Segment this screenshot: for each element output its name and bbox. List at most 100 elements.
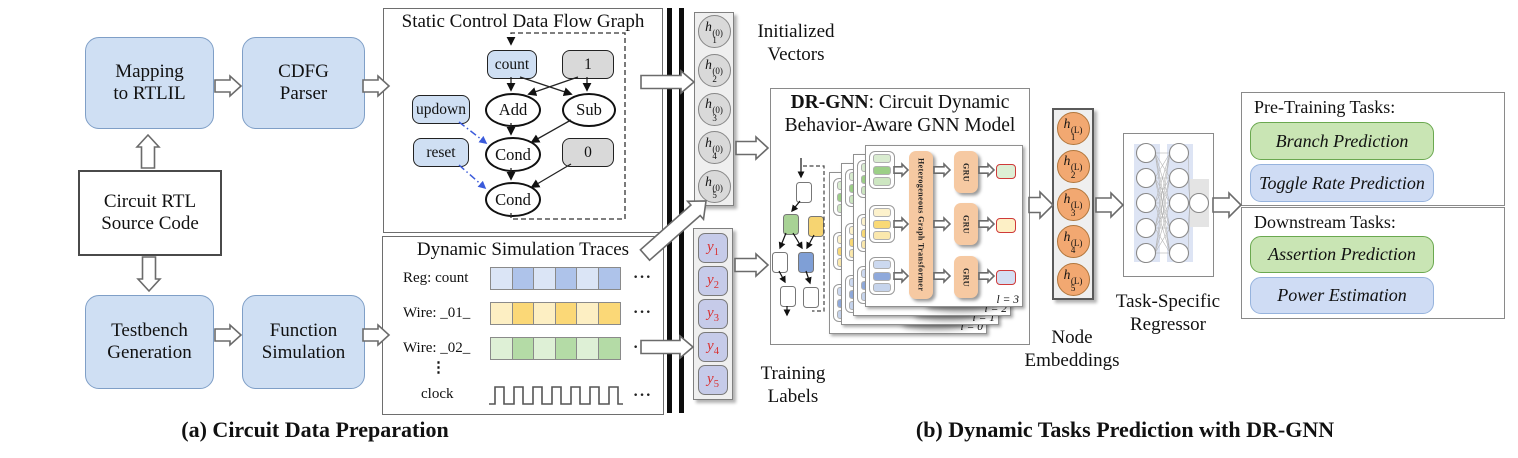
emb-item: h(L)4 [1056, 225, 1090, 259]
trace-cell [490, 337, 513, 360]
pill-power-estimation: Power Estimation [1250, 277, 1434, 314]
feature-group-blue [869, 257, 895, 295]
trace-row-label-wire01: Wire: _01_ [403, 305, 471, 321]
traces-title: Dynamic Simulation Traces [416, 239, 630, 260]
trace-cell [597, 267, 621, 290]
box-function-simulation: Function Simulation [242, 295, 365, 389]
vertical-ellipsis: ⋮ [431, 360, 446, 376]
trace-cell [576, 337, 599, 360]
minigraph-node-blue [798, 252, 814, 273]
downstream-tasks-box: Downstream Tasks: Assertion Prediction P… [1241, 207, 1505, 319]
trace-cell [554, 302, 578, 325]
pretraining-heading: Pre-Training Tasks: [1254, 97, 1396, 117]
trace-cell [576, 302, 599, 325]
cdfg-node-updown: updown [412, 95, 470, 124]
block-arrow [214, 323, 243, 347]
feature-cell [873, 282, 891, 292]
cdfg-node-cond2: Cond [485, 182, 541, 217]
box-cdfg-parser: CDFG Parser [242, 37, 365, 129]
trace-cell [533, 337, 556, 360]
ylabels-item: y1 [698, 233, 728, 263]
feature-group-green [869, 151, 895, 189]
layer-label-l3: l = 3 [996, 294, 1019, 306]
cdfg-node-sub: Sub [562, 93, 616, 127]
minigraph-node-white-left [772, 252, 788, 273]
initialized-vectors-label: Initialized Vectors [757, 21, 835, 66]
ellipsis: ··· [633, 304, 653, 321]
feature-cell [873, 176, 891, 186]
init-item: h(0)2 [697, 53, 731, 87]
block-arrow [214, 74, 243, 98]
emb-item: h(L)5 [1056, 263, 1090, 296]
box-cdfg-label: CDFG Parser [278, 60, 329, 104]
minigraph-node-white-bl [780, 286, 796, 307]
nn-output-strip [1190, 179, 1209, 227]
trace-cells-wire02 [490, 337, 621, 360]
feature-cell [873, 230, 891, 240]
gru-box-3: GRU [954, 256, 978, 298]
block-arrow [136, 256, 162, 293]
downstream-heading: Downstream Tasks: [1254, 212, 1396, 232]
emb-item: h(L)3 [1056, 187, 1090, 221]
block-arrow [735, 135, 770, 161]
gru-output-green [996, 164, 1016, 179]
divider-bar [679, 8, 684, 413]
minigraph-node-yellow [808, 216, 824, 237]
cdfg-node-one: 1 [562, 50, 614, 79]
block-arrow [135, 133, 161, 169]
gru-output-blue [996, 270, 1016, 285]
minigraph-node-white-top [796, 182, 812, 203]
feature-cell [873, 271, 891, 281]
trace-row-label-clock: clock [421, 386, 454, 402]
cdfg-node-reset: reset [413, 138, 469, 167]
trace-cell [511, 267, 535, 290]
minigraph-node-white-br [803, 287, 819, 308]
regressor-box [1123, 133, 1214, 277]
box-rtl-label: Circuit RTL Source Code [101, 190, 199, 234]
feature-group-yellow [869, 205, 895, 243]
feature-cell [873, 154, 891, 164]
gru-label: GRU [961, 162, 971, 182]
trace-cells-reg-count [490, 267, 621, 290]
ellipsis: ··· [633, 339, 653, 356]
trace-cell [490, 267, 513, 290]
init-item: h(0)5 [697, 170, 731, 203]
feature-cell [873, 208, 891, 218]
trace-cell [511, 337, 535, 360]
minigraph-node-green [783, 214, 799, 235]
drgnn-title-line1: DR-GNN: Circuit Dynamic [790, 92, 1010, 113]
ylabels-item: y3 [698, 299, 728, 329]
caption-b: (b) Dynamic Tasks Prediction with DR-GNN [915, 417, 1335, 442]
ylabels-item: y2 [698, 266, 728, 296]
cdfg-node-add: Add [485, 93, 541, 127]
block-arrow [1212, 191, 1243, 219]
box-testbench-generation: Testbench Generation [85, 295, 214, 389]
trace-cell [533, 302, 556, 325]
ylabels-item: y4 [698, 332, 728, 362]
block-arrow [1028, 190, 1055, 220]
box-mapping-label: Mapping to RTLIL [113, 60, 186, 104]
box-testbench-label: Testbench Generation [107, 319, 192, 363]
trace-cell [533, 267, 556, 290]
gru-label: GRU [961, 267, 971, 287]
cdfg-node-cond1: Cond [485, 137, 541, 172]
feature-cell [873, 165, 891, 175]
nn-layer-strip [1134, 144, 1160, 262]
emb-item: h(L)2 [1056, 149, 1090, 183]
caption-a: (a) Circuit Data Preparation [181, 417, 449, 442]
drgnn-title-line2: Behavior-Aware GNN Model [784, 115, 1016, 136]
pill-assertion-prediction: Assertion Prediction [1250, 236, 1434, 273]
init-item: h(0)4 [697, 131, 731, 165]
trace-cell [511, 302, 535, 325]
drgnn-title-bold: DR-GNN [790, 92, 869, 113]
trace-cell [490, 302, 513, 325]
static-cdfg-title: Static Control Data Flow Graph [401, 11, 645, 32]
gnn-layer-3: Heterogeneous Graph Transformer GRU GRU … [865, 145, 1023, 307]
trace-cell [597, 302, 621, 325]
trace-cell [554, 267, 578, 290]
block-arrow [734, 252, 770, 278]
